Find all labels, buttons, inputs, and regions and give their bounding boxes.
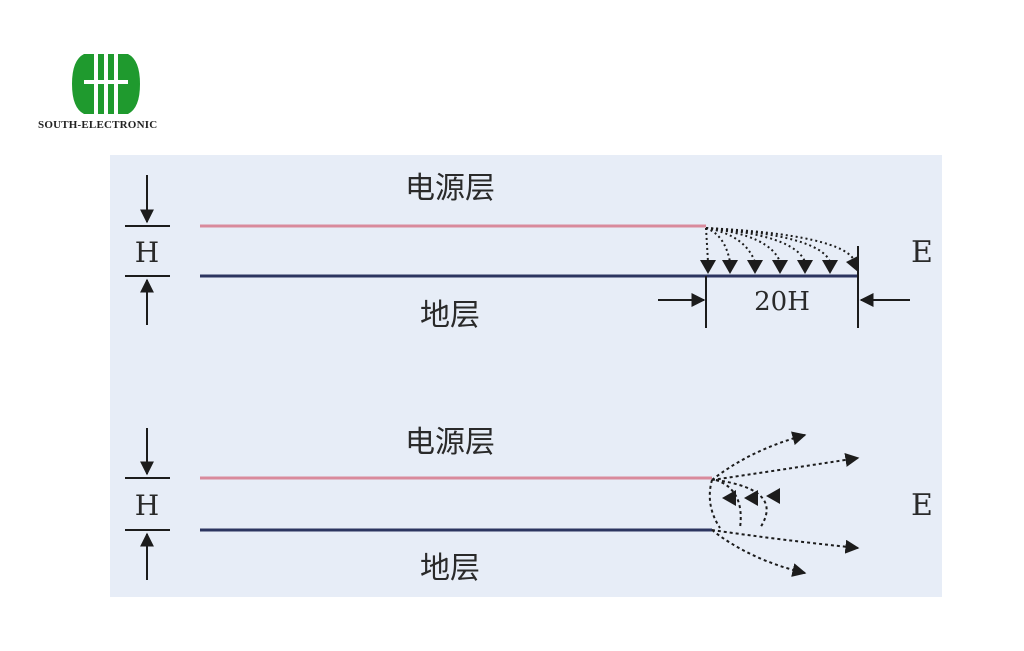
diagram-background bbox=[110, 155, 942, 597]
top-field-label: E bbox=[911, 235, 933, 270]
bottom-field-label: E bbox=[911, 488, 933, 523]
fringing-arrowheads bbox=[722, 488, 780, 506]
bottom-power-layer-label: 电源层 bbox=[405, 425, 495, 460]
logo-text: SOUTH-ELECTRONIC bbox=[38, 119, 158, 131]
contained-field-lines bbox=[705, 227, 856, 263]
company-logo bbox=[36, 50, 176, 134]
distance-label: 20H bbox=[754, 287, 810, 317]
bottom-section: 电源层 地层 H E bbox=[125, 425, 933, 586]
bottom-ground-layer-label: 地层 bbox=[420, 551, 480, 586]
field-arrowheads bbox=[700, 256, 858, 274]
pcb-edge-field-diagram: 电源层 地层 H bbox=[110, 155, 942, 597]
top-height-label: H bbox=[135, 236, 159, 269]
top-ground-layer-label: 地层 bbox=[420, 298, 480, 333]
top-section: 电源层 地层 H bbox=[125, 171, 933, 333]
fringing-field-lines bbox=[708, 431, 860, 577]
bottom-height-label: H bbox=[135, 489, 159, 522]
top-power-layer-label: 电源层 bbox=[405, 171, 495, 206]
